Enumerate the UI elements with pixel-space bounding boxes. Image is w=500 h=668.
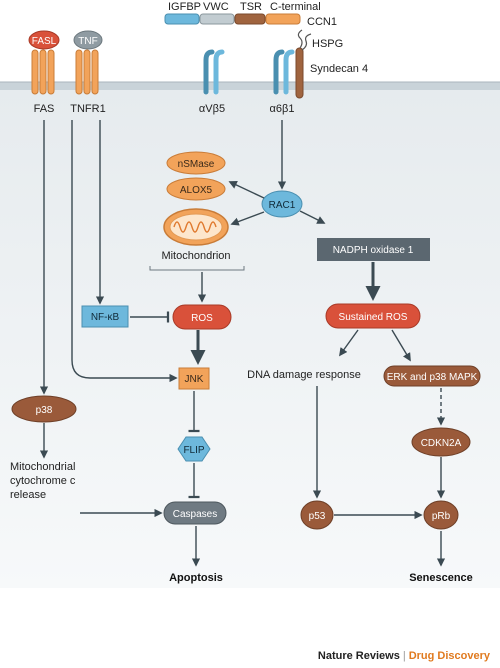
p53-node — [300, 500, 334, 530]
ros-node — [172, 304, 232, 330]
alox5-node — [166, 177, 226, 201]
a6b1-label: α6β1 — [270, 103, 295, 115]
vwc-label: VWC — [203, 1, 229, 13]
edge-sros-dna-damage — [339, 329, 359, 357]
p38-label: p38 — [36, 405, 53, 416]
mitochondrion-label: Mitochondrion — [161, 250, 230, 262]
edge-rac1-nadph — [299, 210, 326, 224]
cdkn2a-node — [411, 427, 471, 457]
fasl-label: FASL — [32, 36, 57, 47]
mito-cyto-line-2: cytochrome c — [10, 475, 76, 487]
mito-cyto-line-3: release — [10, 489, 46, 501]
nfkb-node — [81, 305, 129, 328]
avb5-integrin: αVβ5 — [199, 49, 225, 115]
tnfr1-chain-3 — [91, 49, 99, 95]
dna-damage-label: DNA damage response — [247, 369, 361, 381]
nfkb-label: NF-κB — [91, 312, 120, 323]
c-terminal-label: C-terminal — [270, 1, 321, 13]
edge-rac1-alox5 — [228, 181, 265, 199]
nadph-oxidase-label: NADPH oxidase 1 — [333, 245, 414, 256]
nsmase-node — [166, 151, 226, 175]
credit-separator: | — [402, 650, 406, 662]
edge-rac1-mitochondrion — [230, 211, 265, 226]
tsr-label: TSR — [240, 1, 262, 13]
flip-node — [177, 436, 211, 462]
rac1-node — [261, 190, 303, 218]
alox5-label: ALOX5 — [180, 185, 213, 196]
erk-p38-label: ERK and p38 MAPK — [387, 372, 478, 383]
fas-chain-1 — [31, 49, 39, 95]
prb-node — [423, 500, 459, 530]
tnfr1-chain-1 — [75, 49, 83, 95]
ccn1-domain-structure: IGFBP VWC TSR C-terminal CCN1 — [164, 1, 337, 28]
p38-node — [11, 395, 77, 423]
p53-label: p53 — [309, 511, 326, 522]
syndecan4-core — [295, 47, 304, 99]
avb5-label: αVβ5 — [199, 103, 225, 115]
journal-credit: Nature Reviews|Drug Discovery — [318, 650, 490, 662]
apoptosis-label: Apoptosis — [169, 572, 223, 584]
mito-cyto-line-1: Mitochondrial — [10, 461, 75, 473]
ros-label: ROS — [191, 313, 213, 324]
a6b1-integrin: α6β1 — [270, 49, 295, 115]
hspg-label: HSPG — [312, 38, 343, 50]
c-terminal-domain — [265, 13, 301, 25]
tsr-domain — [234, 13, 266, 25]
prb-label: pRb — [432, 511, 451, 522]
nsmase-label: nSMase — [178, 159, 215, 170]
vwc-domain — [199, 13, 235, 25]
edge-sros-erk — [391, 329, 411, 362]
nadph-oxidase-node — [317, 238, 430, 261]
tnfr1-label: TNFR1 — [70, 103, 105, 115]
jnk-node — [178, 367, 210, 390]
ccn1-label: CCN1 — [307, 16, 337, 28]
fasl-ligand — [28, 30, 60, 50]
igfbp-domain — [164, 13, 200, 25]
senescence-label: Senescence — [409, 572, 473, 584]
cell-membrane — [0, 82, 500, 90]
edge-tnfr1-jnk — [71, 120, 178, 383]
tnfr1-chain-2 — [83, 49, 91, 95]
pathway-edges — [39, 120, 446, 567]
tnf-label: TNF — [78, 36, 97, 47]
sustained-ros-node — [325, 303, 421, 329]
tnf-tnfr1-complex: TNF TNFR1 — [70, 30, 106, 115]
caspases-node — [163, 501, 227, 525]
caspases-label: Caspases — [173, 509, 217, 520]
mitochondrion-icon — [163, 208, 229, 246]
hspg-chain-1 — [297, 29, 303, 49]
erk-p38-node — [383, 365, 481, 387]
hspg-chain-2 — [301, 33, 312, 51]
syndecan4: HSPG Syndecan 4 — [295, 29, 368, 99]
fas-chain-2 — [39, 49, 47, 95]
jnk-label: JNK — [185, 374, 204, 385]
journal-name: Drug Discovery — [408, 650, 490, 662]
fas-label: FAS — [34, 103, 55, 115]
flip-label: FLIP — [183, 445, 204, 456]
sustained-ros-label: Sustained ROS — [339, 312, 408, 323]
mitochondrion-bracket — [149, 266, 245, 271]
publisher-name: Nature Reviews — [317, 650, 400, 662]
igfbp-label: IGFBP — [168, 1, 201, 13]
cytoplasm-region — [0, 88, 500, 588]
fas-chain-3 — [47, 49, 55, 95]
syndecan4-label: Syndecan 4 — [310, 63, 368, 75]
rac1-label: RAC1 — [269, 200, 296, 211]
cdkn2a-label: CDKN2A — [421, 438, 462, 449]
tnf-ligand — [73, 30, 103, 50]
fasl-fas-complex: FASL FAS — [28, 30, 60, 115]
